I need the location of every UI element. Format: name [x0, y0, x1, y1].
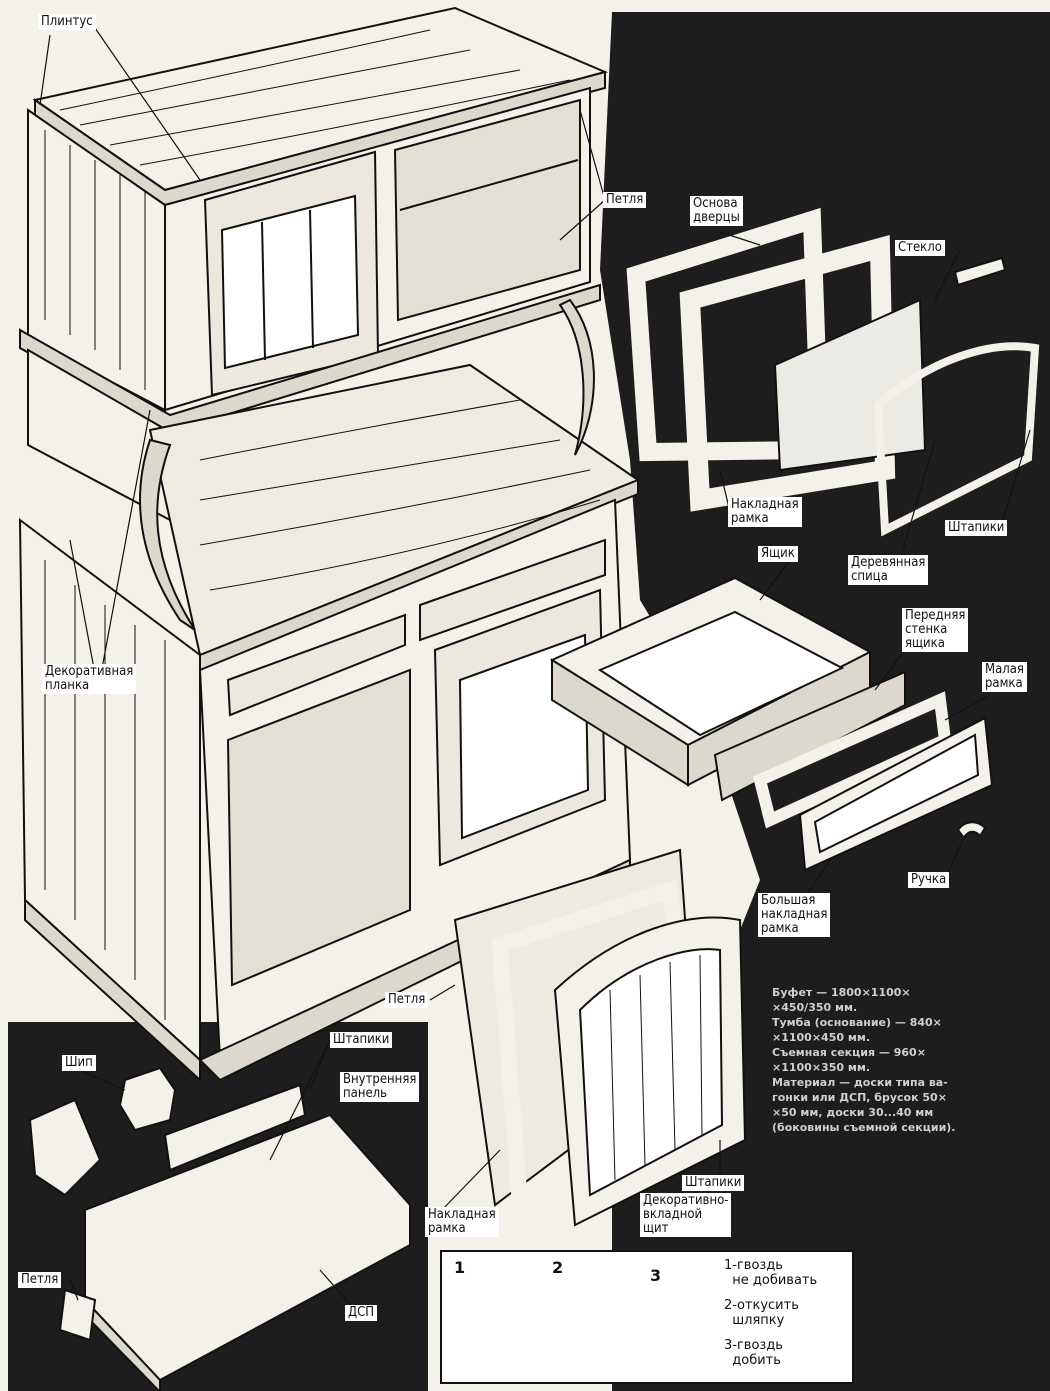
step-number-3: 3	[650, 1266, 662, 1285]
drawer-right	[419, 538, 606, 642]
label-shtapiki-left: Штапики	[330, 1032, 393, 1048]
step-text-2: 2-откусить шляпку	[724, 1298, 799, 1328]
spec-line: Съемная секция — 960×	[772, 1046, 926, 1059]
spec-line: Материал — доски типа ва-	[772, 1076, 948, 1089]
label-dsp: ДСП	[345, 1305, 378, 1321]
label-dekor-vkladnoy: Декоративно- вкладной щит	[640, 1193, 732, 1237]
drawer-exploded	[549, 576, 994, 872]
beading-strip	[953, 256, 1007, 287]
spec-line: ×1100×350 мм.	[772, 1061, 871, 1074]
spec-line: Тумба (основание) — 840×	[772, 1016, 942, 1029]
step-number-1: 1	[454, 1258, 466, 1277]
handle	[956, 821, 987, 840]
label-petlya-mid: Петля	[385, 992, 429, 1008]
drawer-left	[226, 613, 406, 717]
label-derevyannaya-spica: Деревянная спица	[848, 555, 929, 585]
hinge-detail	[58, 1288, 97, 1342]
buffet-body	[18, 6, 641, 1083]
lower-open-compartment	[226, 668, 411, 987]
label-nakladnaya-bottom: Накладная рамка	[425, 1207, 499, 1237]
step-text-3: 3-гвоздь добить	[724, 1338, 783, 1368]
spec-line: (боковины съемной секции).	[772, 1121, 956, 1134]
beading-frame	[873, 342, 1040, 537]
label-ship: Шип	[62, 1055, 96, 1071]
drawer-front-wall	[713, 670, 906, 802]
label-osnova-dvercy: Основа дверцы	[690, 196, 743, 226]
lower-door-exploded	[453, 848, 747, 1227]
label-plintus: Плинтус	[38, 14, 96, 30]
upper-open-compartment	[393, 98, 581, 322]
dimensions-spec: Буфет — 1800×1100× ×450/350 мм. Тумба (о…	[772, 985, 1022, 1135]
label-nakladnaya-top: Накладная рамка	[728, 497, 802, 527]
label-petlya-bottom: Петля	[18, 1272, 62, 1288]
label-steklo: Стекло	[895, 240, 945, 256]
mortise-block	[28, 1098, 102, 1197]
middle-cornice	[19, 283, 601, 434]
label-bolshaya-ramka: Большая накладная рамка	[758, 893, 831, 937]
nail-steps-box: 1 2 3 1-гвоздь не добивать 2-откусить шл…	[440, 1250, 854, 1384]
label-shtapiki-bottom: Штапики	[682, 1175, 745, 1191]
label-ruchka: Ручка	[908, 872, 950, 888]
label-perednyaya-stenka: Передняя стенка ящика	[902, 608, 969, 652]
label-dekor-planka: Декоративная планка	[42, 664, 137, 694]
spec-line: ×1100×450 мм.	[772, 1031, 871, 1044]
spec-line: Буфет — 1800×1100×	[772, 986, 911, 999]
tenon-block	[118, 1066, 177, 1132]
label-petlya-top: Петля	[603, 192, 647, 208]
beading-strip-detail	[163, 1083, 307, 1172]
label-vnutrennyaya-panel: Внутренняя панель	[340, 1072, 420, 1102]
label-shtapiki-right: Штапики	[945, 520, 1008, 536]
upper-door-exploded	[626, 207, 1040, 537]
label-yashchik: Ящик	[758, 546, 798, 562]
spec-line: ×450/350 мм.	[772, 1001, 858, 1014]
step-number-2: 2	[552, 1258, 564, 1277]
spec-line: гонки или ДСП, брусок 50×	[772, 1091, 947, 1104]
joinery-detail	[28, 1066, 411, 1391]
step-text-1: 1-гвоздь не добивать	[724, 1258, 818, 1288]
glass-pane	[773, 298, 927, 472]
spec-line: ×50 мм, доски 30...40 мм	[772, 1106, 934, 1119]
label-malaya-ramka: Малая рамка	[982, 662, 1027, 692]
